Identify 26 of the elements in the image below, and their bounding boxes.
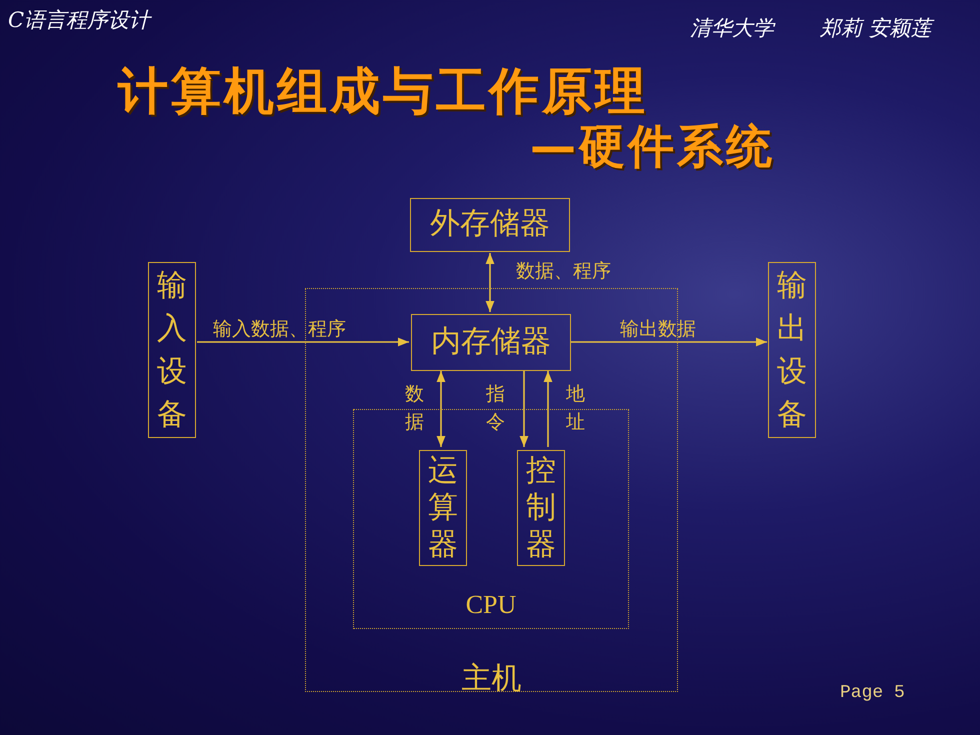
dotted-frame xyxy=(305,288,678,692)
edge-label: 数据、程序 xyxy=(516,259,611,284)
process-box: 控制器 xyxy=(517,450,565,566)
process-box: 输出设备 xyxy=(768,262,816,438)
dotted-frame xyxy=(353,409,629,629)
arrow xyxy=(197,338,409,346)
arrow xyxy=(571,338,767,346)
process-box: 内存储器 xyxy=(411,314,571,371)
process-box: 运算器 xyxy=(419,450,467,566)
frame-label: 主机 xyxy=(462,662,522,695)
edge-label: 输出数据 xyxy=(620,317,696,342)
edge-label: 数据 xyxy=(405,382,425,435)
edge-label: 地址 xyxy=(566,382,586,435)
header-text: 清华大学 xyxy=(690,15,774,42)
header-text: 郑莉 安颖莲 xyxy=(820,14,932,42)
frame-label: CPU xyxy=(466,591,516,620)
arrow xyxy=(520,371,528,447)
process-box: 外存储器 xyxy=(410,198,570,252)
arrow xyxy=(486,253,494,312)
page-number: Page 5 xyxy=(840,683,905,703)
header-text: C语言程序设计 xyxy=(8,7,150,34)
process-box: 输入设备 xyxy=(148,262,196,438)
edge-label: 指令 xyxy=(486,382,506,435)
arrow xyxy=(544,371,552,447)
edge-label: 输入数据、程序 xyxy=(213,317,346,342)
arrow xyxy=(436,371,446,447)
